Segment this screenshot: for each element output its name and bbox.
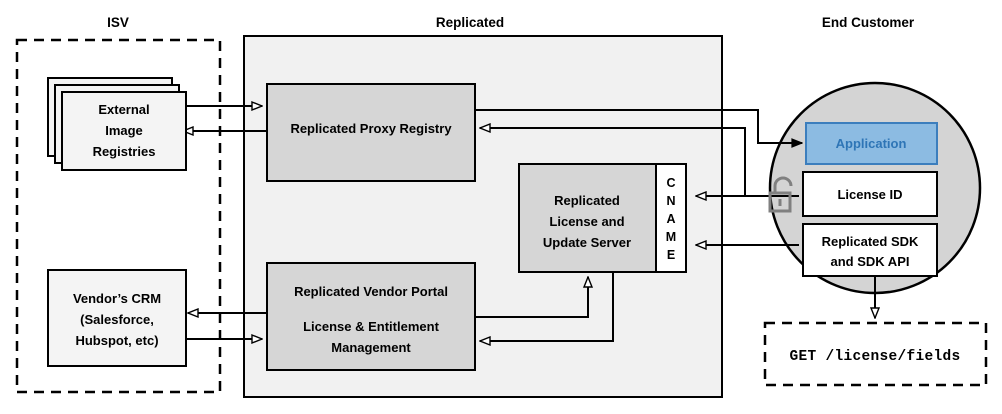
proxy-registry-box — [266, 83, 476, 182]
vendors-crm-label-line2: (Salesforce, — [80, 312, 154, 327]
zone-label-replicated: Replicated — [436, 15, 504, 30]
license-id-box — [802, 171, 938, 217]
license-fields-api-label: GET /license/fields — [789, 349, 960, 365]
vendor-portal-label-line2: License & Entitlement — [303, 319, 439, 334]
external-image-registries-node[interactable]: External Image Registries — [47, 77, 187, 171]
replicated-license-and-update-server-node[interactable]: Replicated License and Update Server C N… — [518, 163, 687, 273]
cname-letter-a: A — [666, 212, 675, 226]
cname-letter-n: N — [666, 194, 675, 208]
license-update-server-label-line3: Update Server — [543, 235, 631, 250]
vendor-portal-box — [266, 262, 476, 371]
edge-update-server-to-vendor-portal — [480, 272, 614, 341]
vendors-crm-node[interactable]: Vendor’s CRM (Salesforce, Hubspot, etc) — [47, 269, 187, 367]
vendor-portal-label-line3: Management — [331, 340, 411, 355]
license-id-label: License ID — [837, 187, 902, 202]
application-label: Application — [836, 136, 907, 151]
license-update-server-label-line1: Replicated — [554, 193, 620, 208]
edge-vendor-portal-to-update-server — [475, 277, 588, 318]
replicated-proxy-registry-node[interactable]: Replicated Proxy Registry — [266, 83, 476, 182]
proxy-registry-label: Replicated Proxy Registry — [290, 121, 452, 136]
edge-application-to-proxy — [480, 128, 746, 195]
replicated-sdk-label-line1: Replicated SDK — [822, 234, 919, 249]
vendors-crm-label-line3: Hubspot, etc) — [75, 333, 158, 348]
license-update-server-box — [518, 163, 657, 273]
license-id-node[interactable]: License ID — [802, 171, 938, 217]
application-node[interactable]: Application — [805, 122, 938, 165]
registries-label-line1: External — [98, 102, 149, 117]
registries-label-line2: Image — [105, 123, 143, 138]
license-fields-api-box — [763, 321, 988, 387]
replicated-vendor-portal-node[interactable]: Replicated Vendor Portal License & Entit… — [266, 262, 476, 371]
cname-letter-c: C — [666, 176, 675, 190]
license-fields-api-node[interactable]: GET /license/fields — [763, 321, 988, 387]
vendors-crm-label-line1: Vendor’s CRM — [73, 291, 161, 306]
cname-column — [655, 163, 687, 273]
edge-proxy-to-application — [475, 109, 802, 143]
zone-label-isv: ISV — [107, 15, 129, 30]
cname-letter-m: M — [666, 230, 676, 244]
vendors-crm-box — [47, 269, 187, 367]
registries-label-line3: Registries — [93, 144, 156, 159]
replicated-sdk-node[interactable]: Replicated SDK and SDK API — [802, 223, 938, 277]
zone-label-end-customer: End Customer — [822, 15, 915, 30]
replicated-sdk-box — [802, 223, 938, 277]
isv-zone-boundary — [15, 38, 222, 394]
replicated-sdk-label-line2: and SDK API — [831, 254, 910, 269]
vendor-portal-label-line1: Replicated Vendor Portal — [294, 284, 448, 299]
cname-letter-e: E — [667, 248, 675, 262]
application-box — [805, 122, 938, 165]
unlock-icon — [768, 176, 793, 213]
registries-stack-front — [61, 91, 187, 171]
license-update-server-label-line2: License and — [549, 214, 624, 229]
